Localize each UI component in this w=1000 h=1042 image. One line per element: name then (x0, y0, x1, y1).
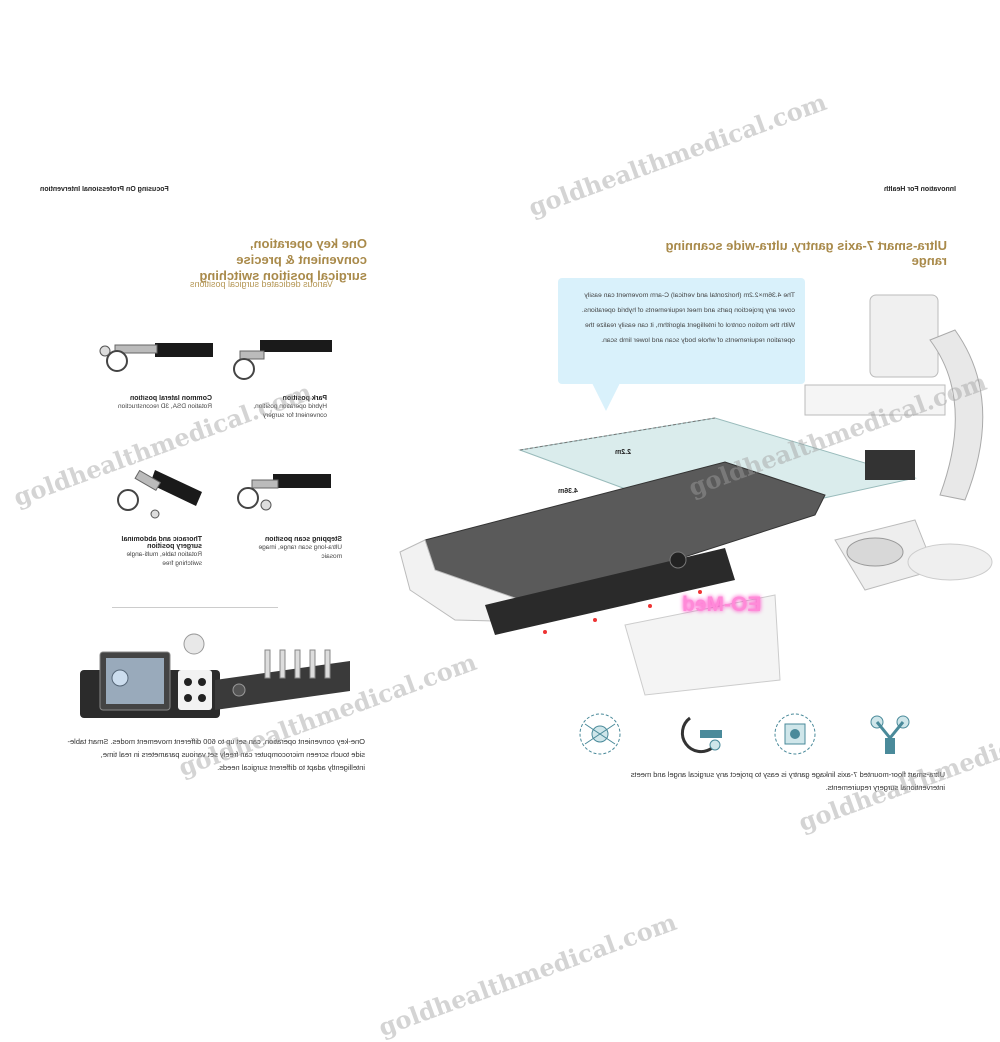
watermark-6: goldhealthmedical.com (374, 907, 681, 1042)
right-page-header: Innovation For Health (884, 186, 956, 193)
park-position-illustration (233, 340, 332, 380)
left-page-subtitle: Various dedicated surgical positions (190, 279, 333, 289)
table-side-controls-image (215, 649, 350, 710)
common-lateral-position-illustration (99, 343, 213, 372)
section-divider (112, 607, 278, 608)
info-callout-box (558, 278, 805, 384)
length-dimension-label: 4.36m (558, 488, 578, 495)
watermark-1: goldhealthmedical.com (524, 87, 831, 222)
right-page-title: Ultra-smart 7-axis gantry, ultra-wide sc… (665, 238, 948, 268)
position-1-text: Common lateral position Rotation DSA, 3D… (118, 395, 212, 410)
eo-med-overlay: EO-Med (682, 593, 762, 616)
stepping-scan-position-illustration (237, 474, 331, 511)
touch-screen-panel-image (80, 633, 220, 718)
width-dimension-label: 2.2m (615, 449, 631, 456)
thoracic-abdominal-position-illustration (117, 469, 202, 519)
left-page-header: Focusing On Professional Intervention (40, 186, 169, 193)
info-callout-pointer (592, 383, 620, 411)
c-arm-rotate-icon (680, 716, 722, 754)
c-arm-orbit-icon-1 (579, 713, 621, 755)
c-arm-orbit-icon-2 (774, 713, 816, 755)
position-3-text: Thoracic and abdominal surgery position … (121, 536, 202, 567)
position-4-text: Stepping scan position Ultra-long scan r… (258, 536, 342, 560)
surgical-table-c-arm-illustration (399, 294, 993, 696)
left-page-title: One key operation, convenient & precise … (199, 236, 367, 283)
robot-arm-icon (870, 715, 910, 754)
